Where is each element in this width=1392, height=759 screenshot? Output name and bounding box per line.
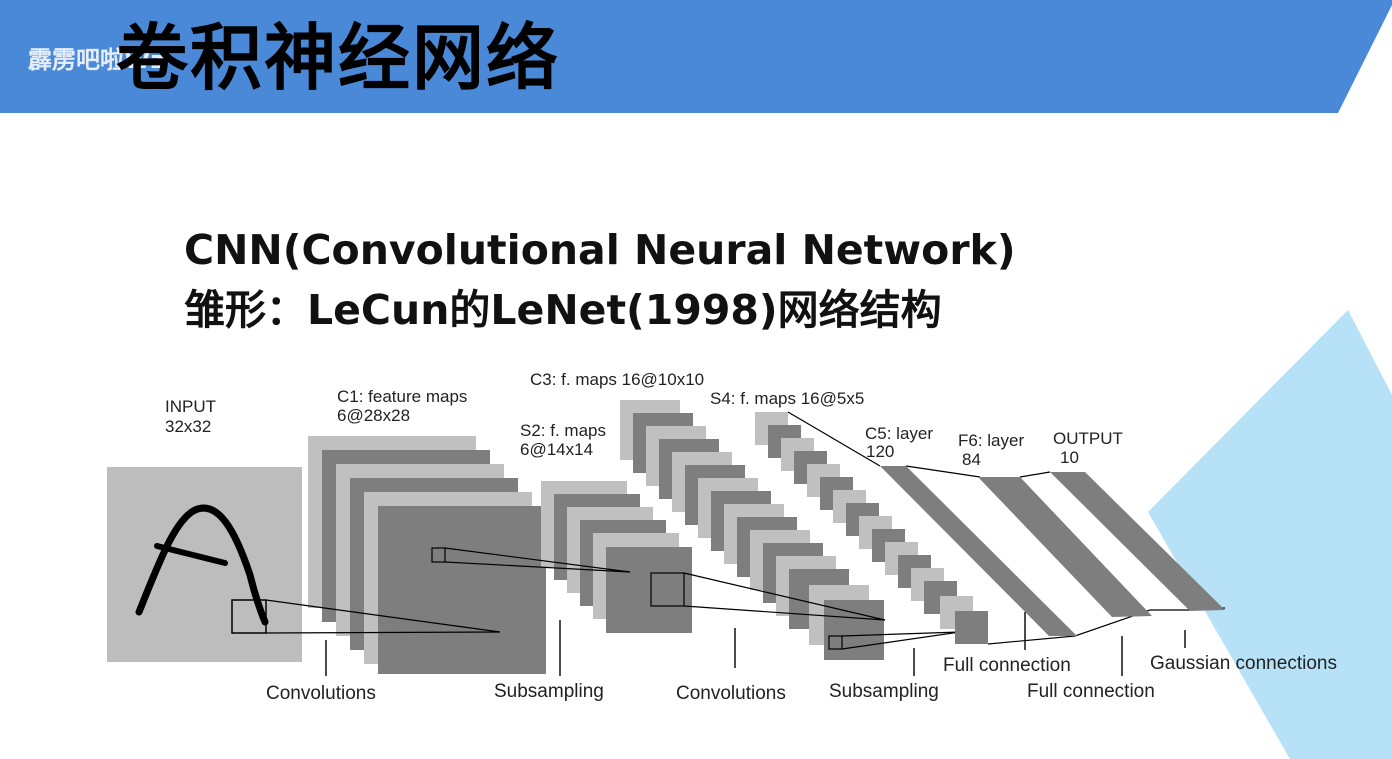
c5-label: C5: layer [865, 424, 933, 443]
sub1-label: Subsampling [494, 681, 604, 702]
input-letter-a-bar [154, 543, 228, 566]
input-letter-a-stroke [135, 504, 269, 626]
c1-size-label: 6@28x28 [337, 406, 410, 425]
watermark: 霹雳吧啦Wz [28, 46, 165, 74]
f6-connection [1019, 471, 1051, 478]
header-banner [0, 0, 1392, 113]
conv1-projection [265, 631, 501, 634]
s2-size-label: 6@14x14 [520, 440, 593, 459]
banner-shape [0, 0, 1392, 113]
input-label: INPUT [165, 397, 216, 416]
conv2-label: Convolutions [676, 683, 786, 704]
c5-layer [880, 466, 1077, 636]
conv1-projection [265, 599, 501, 633]
sub2-projection [841, 631, 961, 650]
f6-size-label: 84 [962, 450, 981, 469]
page-title: 卷积神经网络 [116, 16, 561, 100]
s2-map [606, 547, 692, 633]
output-layer [1050, 472, 1225, 611]
sub1-projection [444, 561, 631, 573]
c3-receptive-field [828, 635, 843, 650]
output-size-label: 10 [1060, 448, 1079, 467]
f6-layer [978, 477, 1152, 617]
f6-label: F6: layer [958, 431, 1024, 450]
subtitle-line-1: CNN(Convolutional Neural Network) [184, 226, 1016, 274]
s2-receptive-field [650, 572, 685, 607]
s4-label: S4: f. maps 16@5x5 [710, 389, 864, 408]
sub2-label: Subsampling [829, 681, 939, 702]
c3-stack [620, 400, 884, 660]
s4-stack [755, 412, 988, 644]
full2-label: Full connection [1027, 681, 1155, 702]
conv2-projection [683, 605, 886, 621]
input-size-label: 32x32 [165, 417, 211, 436]
s4-map [955, 611, 988, 644]
c5-size-label: 120 [866, 442, 894, 461]
c5-connection [787, 411, 881, 467]
c3-map [824, 600, 884, 660]
subtitle-line-2: 雏形：LeCun的LeNet(1998)网络结构 [184, 286, 942, 334]
gauss-label: Gaussian connections [1150, 653, 1337, 674]
sub2-projection [841, 631, 961, 637]
conv2-projection [683, 572, 886, 621]
c3-label: C3: f. maps 16@10x10 [530, 370, 704, 389]
c1-receptive-field [431, 547, 446, 563]
output-label: OUTPUT [1053, 429, 1123, 448]
conv1-label: Convolutions [266, 683, 376, 704]
input-receptive-field [231, 599, 267, 634]
s2-label: S2: f. maps [520, 421, 606, 440]
c1-label: C1: feature maps [337, 387, 467, 406]
full1-label: Full connection [943, 655, 1071, 676]
slide-subtitle: CNN(Convolutional Neural Network) 雏形：LeC… [184, 220, 1016, 340]
input-image [107, 467, 302, 662]
sub1-projection [444, 547, 631, 573]
c1-map [378, 506, 546, 674]
f6-connection [905, 465, 981, 478]
c5-connection [987, 635, 1076, 645]
